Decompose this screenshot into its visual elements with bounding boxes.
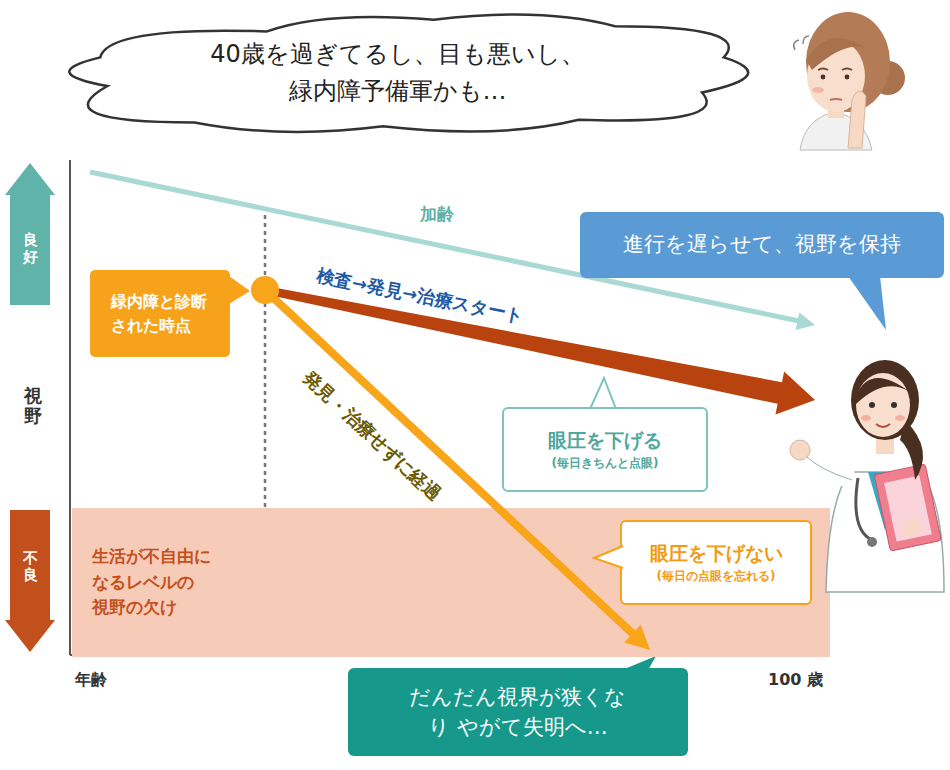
bad-arrow [5, 510, 55, 652]
untreated-arrowhead [624, 625, 650, 650]
callout-tail [594, 546, 623, 568]
node-text: だんだん視界が狭くなり やがて失明へ… [401, 682, 635, 743]
node-text: 眼圧を下げない [650, 540, 783, 567]
callout-tail [229, 276, 250, 304]
node-text: (毎日の点眼を忘れる) [657, 567, 776, 585]
no-treatment-callout: 眼圧を下げない(毎日の点眼を忘れる) [620, 520, 812, 605]
aging-label: 加齢 [420, 203, 454, 226]
good-arrow [5, 163, 55, 305]
diagnosis-dot [251, 276, 279, 304]
callout-tail [590, 378, 616, 409]
diagnosis-box: 緑内障と診断 された時点 [90, 270, 230, 357]
cloud-shape [69, 15, 748, 132]
aging-arrowhead [796, 313, 816, 331]
node-text: 眼圧を下げる [548, 427, 662, 454]
axis-bad-label: 不良 [23, 550, 38, 583]
cloud-outline [35, 8, 760, 138]
treatment-callout: 眼圧を下げる(毎日きちんと点眼) [502, 407, 708, 492]
axis-good-label: 良好 [23, 232, 38, 265]
treatment-arrow [264, 286, 815, 415]
node-text: (毎日きちんと点眼) [552, 454, 659, 472]
axis-age-label: 年齢 [75, 670, 107, 691]
woman-illustration [794, 12, 905, 150]
axis-title: 視野 [24, 386, 42, 426]
node-text: 進行を遅らせて、視野を保持 [623, 231, 901, 258]
impairment-band: 生活が不自由に なるレベルの 視野の欠け 眼圧を下げない(毎日の点眼を忘れる) [72, 508, 830, 657]
y-axis [69, 160, 71, 655]
node-text: 緑内障と診断 された時点 [111, 290, 209, 338]
thought-cloud: 40歳を過ぎてるし、目も悪いし、 緑内障予備軍かも… [35, 8, 760, 138]
node-text: 40歳を過ぎてるし、目も悪いし、 緑内障予備軍かも… [208, 36, 587, 110]
axis-max-label: 100 歳 [768, 670, 823, 691]
untreated-arrow [265, 290, 633, 634]
node-text: 生活が不自由に なるレベルの 視野の欠け [92, 544, 214, 621]
goal-callout: 進行を遅らせて、視野を保持 [580, 212, 944, 278]
blindness-box: だんだん視界が狭くなり やがて失明へ… [348, 668, 688, 756]
callout-tail [848, 276, 886, 330]
callout-tail-outline [594, 546, 623, 568]
doctor-illustration [790, 360, 944, 592]
